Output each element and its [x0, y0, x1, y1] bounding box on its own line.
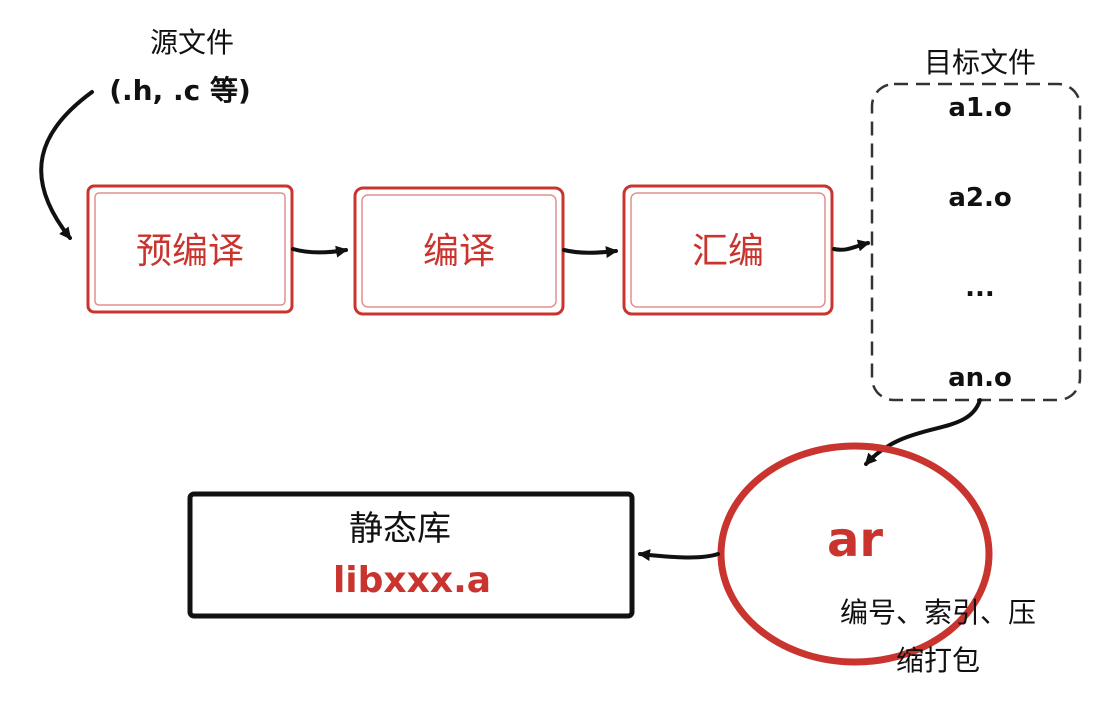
stage-assemble-box	[622, 184, 834, 316]
stage-precompile-label: 预编译	[136, 231, 244, 272]
stage-assemble-label: 汇编	[692, 231, 764, 272]
object-file-1: a1.o	[948, 93, 1011, 123]
stage-compile: 编译	[353, 186, 565, 316]
ar-circle	[717, 442, 993, 666]
ar-caption-line1: 编号、索引、压	[840, 596, 1036, 629]
stage-compile-box-inner	[361, 194, 557, 308]
object-files-box	[870, 82, 1082, 402]
object-file-2: a2.o	[948, 183, 1011, 213]
object-file-ellipsis: ...	[965, 273, 995, 303]
stage-assemble: 汇编	[622, 184, 834, 316]
object-file-n: an.o	[948, 363, 1012, 393]
arrow-precompile-to-compile	[291, 245, 348, 258]
ar-label: ar	[827, 512, 883, 568]
arrow-objects-to-ar	[864, 398, 982, 466]
static-library-name: libxxx.a	[333, 560, 491, 601]
static-library-title: 静态库	[349, 509, 451, 549]
stage-precompile-box-inner	[94, 192, 286, 306]
target-title: 目标文件	[924, 46, 1036, 79]
stage-precompile: 预编译	[86, 184, 294, 314]
ar-caption-line2: 缩打包	[896, 644, 980, 677]
static-library-box	[187, 491, 635, 619]
arrow-compile-to-assemble	[562, 246, 618, 259]
stage-assemble-box-inner	[630, 192, 826, 308]
source-title: 源文件	[150, 26, 234, 59]
source-subtitle: (.h, .c 等)	[109, 74, 251, 107]
arrow-assemble-to-objects	[832, 239, 870, 252]
static-library-node: 静态库 libxxx.a	[187, 491, 635, 619]
ar-node: ar 编号、索引、压 缩打包	[717, 442, 1036, 677]
stage-compile-label: 编译	[423, 231, 495, 272]
source-to-precompile-arrow	[39, 90, 94, 240]
arrow-ar-to-library	[638, 549, 720, 562]
